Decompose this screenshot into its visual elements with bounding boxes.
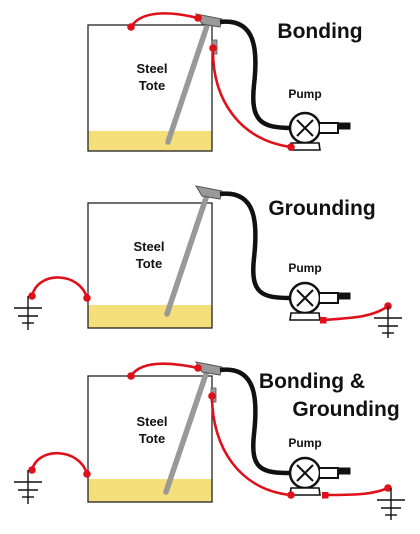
tote-body [87,375,213,503]
ground-symbol-icon [14,470,42,504]
tote-label-line-1: Steel [133,239,164,254]
pump-label: Pump [288,87,321,101]
pump-ground [320,302,402,338]
ground-symbol-icon [374,306,402,338]
tote-liquid [88,479,212,502]
pump-hose [219,367,292,476]
panel-grounding: Steel Tote Pump [14,185,402,338]
tote-ground [14,451,91,504]
tote-label-line-2: Tote [139,78,165,93]
panel-title-line-1: Grounding [268,197,375,220]
pump-ground [322,484,405,520]
bond-wire [127,12,295,151]
tote-liquid [88,305,212,328]
dip-tube [165,13,223,145]
tote-label-line-1: Steel [136,61,167,76]
tote-label-line-1: Steel [136,414,167,429]
ground-symbol-icon [14,296,42,330]
bond-wire [127,362,295,499]
tote-body [87,24,213,152]
dip-tube [164,185,223,317]
pump: Pump [288,436,351,496]
panel-title-line-1: Bonding [277,20,362,43]
tote-liquid [88,131,212,151]
tote-label-line-2: Tote [136,256,162,271]
panel-title-line-1: Bonding & [259,370,365,393]
dip-tube [163,361,223,495]
steel-tote: Steel Tote [87,24,213,152]
pump-hose [219,191,292,301]
steel-tote: Steel Tote [87,202,213,329]
pump-label: Pump [288,436,321,450]
panel-bonding: Steel Tote Pump [87,12,363,152]
tote-body [87,202,213,329]
pump-hose [219,19,293,131]
ground-symbol-icon [377,488,405,520]
tote-ground [14,276,91,330]
pump: Pump [288,87,351,151]
tote-label-line-2: Tote [139,431,165,446]
steel-tote: Steel Tote [87,375,213,503]
panel-bonding-grounding: Steel Tote Pump [14,361,405,520]
panel-title-line-2: Grounding [292,398,399,421]
pump: Pump [288,261,351,321]
pump-label: Pump [288,261,321,275]
